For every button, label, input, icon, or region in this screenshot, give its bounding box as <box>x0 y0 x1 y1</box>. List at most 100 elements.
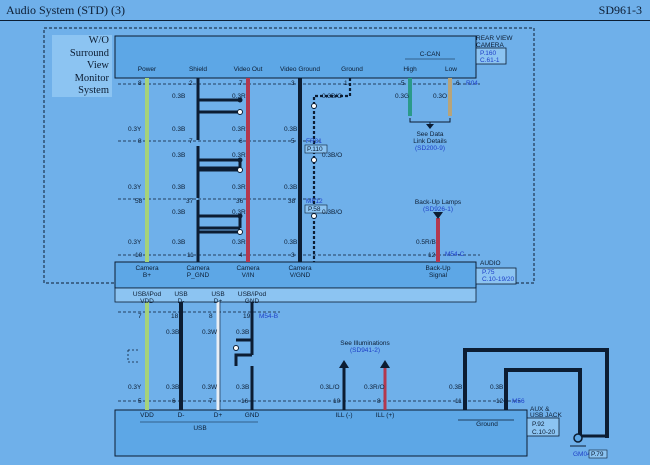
pin-num: 11 <box>187 252 194 259</box>
audio-label: Camera <box>288 265 312 272</box>
wire-usb-ground-loop2 <box>504 368 582 438</box>
wire-label: 0.3R <box>232 93 246 100</box>
audio-label: B+ <box>143 272 151 279</box>
wire-label: 0.3B <box>172 93 185 100</box>
backup-connector: M54-C <box>445 251 465 258</box>
wire-label: 0.3R <box>232 126 246 133</box>
wire-label: 0.3B <box>172 152 185 159</box>
wo-line: System <box>78 85 109 96</box>
can-note-2: Link Details <box>413 138 447 145</box>
audio-bottom-label: USB/iPod <box>133 291 162 298</box>
pin-num: 8 <box>138 80 142 87</box>
audio-ref2: C.10-19/20 <box>482 276 515 283</box>
header-rule <box>0 20 650 21</box>
camera-connector: R04 <box>466 80 478 87</box>
wire-label: 0.3R <box>232 209 246 216</box>
ground-ref: P.79 <box>591 451 604 458</box>
pin-num: 6 <box>239 138 243 145</box>
audio-label: Back-Up <box>426 265 451 272</box>
wire-label: 0.3R <box>232 239 246 246</box>
pin-label-power: Power <box>138 66 157 73</box>
wire-label: 0.3B <box>236 384 249 391</box>
audio-name: AUDIO <box>480 260 501 267</box>
pin-num: 7 <box>239 80 243 87</box>
pin-num: 12 <box>496 398 504 405</box>
camera-ref-box <box>475 47 507 65</box>
pin-label-video-ground: Video Ground <box>280 66 320 73</box>
wire-label: 0.3Y <box>128 126 142 133</box>
usb-ref2: C.10-20 <box>532 429 556 436</box>
pin-num: 5 <box>138 398 142 405</box>
wire-label: 0.3B <box>172 209 185 216</box>
splice-fr-ref: P.110 <box>307 146 323 153</box>
wire-label: 0.3B <box>166 384 179 391</box>
pin-num: 10 <box>333 398 341 405</box>
audio-bottom-label: D+ <box>214 298 223 305</box>
pin-num: 8 <box>209 313 213 320</box>
pin-num: 5 <box>291 138 295 145</box>
audio-label: Camera <box>135 265 159 272</box>
audio-bottom-label: USB <box>174 291 187 298</box>
audio-bottom-connector: M54-B <box>259 313 278 320</box>
usb-label: Ground <box>476 421 498 428</box>
usb-connector: M56 <box>512 398 525 405</box>
wire-label: 0.3R <box>232 184 246 191</box>
usb-group-label: USB <box>193 425 206 432</box>
camera-ccan: C-CAN <box>420 51 441 58</box>
wo-line: View <box>86 60 109 71</box>
pin-num: 4 <box>239 252 243 259</box>
splice-mf12: MF12 <box>306 198 323 205</box>
page-title: Audio System (STD) (3) <box>6 3 125 17</box>
usb-name-2: USB JACK <box>530 412 562 419</box>
wire-label: 0.3B <box>236 329 249 336</box>
pin-num: 3 <box>291 252 295 259</box>
audio-ref1: P.75 <box>482 269 495 276</box>
can-note-1: See Data <box>416 131 443 138</box>
camera-name-1: REAR VIEW <box>476 35 513 42</box>
wire-label: 0.3L/O <box>320 384 340 391</box>
pin-label-high: High <box>403 66 417 73</box>
wire-label: 0.3B/O <box>322 93 342 100</box>
rear-view-camera-box <box>114 35 477 79</box>
wire-label: 0.3R <box>232 152 246 159</box>
wire-label: 0.3W <box>202 384 218 391</box>
pin-num: 1 <box>344 80 348 87</box>
wire-label: 0.5R/B <box>416 239 436 246</box>
audio-label: V/GND <box>290 272 311 279</box>
audio-label: V/IN <box>242 272 255 279</box>
wire-usb-ground-loop <box>463 348 609 438</box>
pin-num: 18 <box>171 313 179 320</box>
pin-num: 38 <box>288 198 296 205</box>
pin-label-shield: Shield <box>189 66 207 73</box>
wire-label: 0.3B <box>490 384 503 391</box>
pin-num: 8 <box>138 138 142 145</box>
wo-line: W/O <box>88 35 109 46</box>
pin-num: 6 <box>456 80 460 87</box>
usb-label: GND <box>245 412 260 419</box>
audio-label: P_GND <box>187 272 210 279</box>
wire-label: 0.3B <box>172 239 185 246</box>
wire-ground-bo <box>312 78 352 262</box>
pin-num: 8 <box>377 398 381 405</box>
usb-jack-box <box>114 409 528 457</box>
pin-num: 3 <box>291 80 295 87</box>
can-note-3: (SD200-9) <box>415 145 445 152</box>
wire-label: 0.3B/O <box>322 152 342 159</box>
without-surround-view-label: W/O Surround View Monitor System <box>52 35 112 97</box>
wire-label: 0.3B/O <box>322 209 342 216</box>
pin-label-ground: Ground <box>341 66 363 73</box>
pin-num: 12 <box>428 252 436 259</box>
ground-point-icon <box>573 433 583 443</box>
usb-ref1: P.92 <box>532 421 545 428</box>
usb-label: D+ <box>214 412 223 419</box>
splice-mf-ref: P.58 <box>308 206 321 213</box>
usb-label: ILL (+) <box>376 412 395 419</box>
wire-shield-black <box>196 78 240 262</box>
pin-num: 16 <box>241 398 249 405</box>
usb-label: D- <box>178 412 185 419</box>
splice-fr31: FR31 <box>306 138 322 145</box>
pin-num: 19 <box>243 313 251 320</box>
pin-num: 58 <box>135 198 143 205</box>
audio-label: Camera <box>186 265 210 272</box>
